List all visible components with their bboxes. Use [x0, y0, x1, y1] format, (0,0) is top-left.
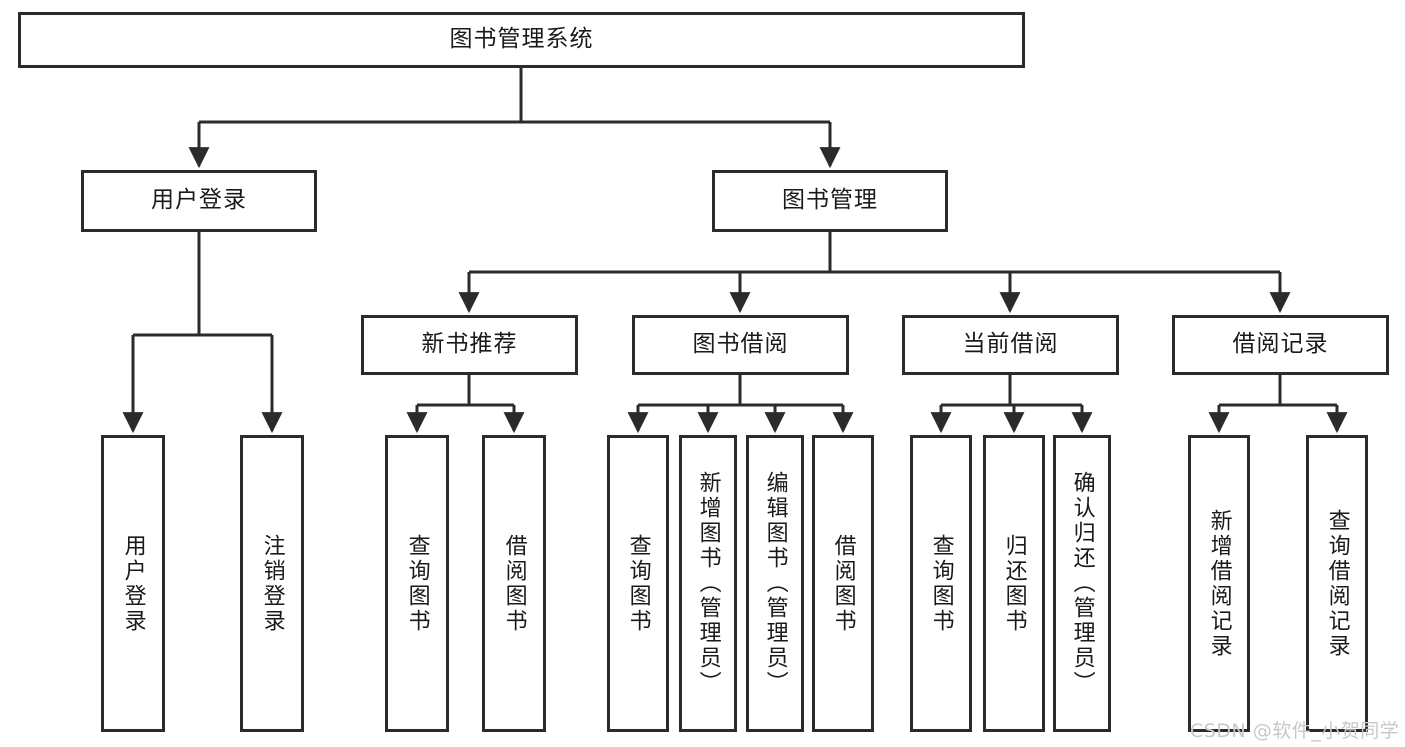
node-label: 确认归还（管理员） — [1069, 471, 1095, 696]
node-label: 借阅图书 — [501, 533, 527, 634]
node-leaf-confirm-return-admin[interactable]: 确认归还（管理员） — [1053, 435, 1111, 732]
node-leaf-return-books[interactable]: 归还图书 — [983, 435, 1045, 732]
node-book-management-system[interactable]: 图书管理系统 — [18, 12, 1025, 68]
node-label: 新增图书（管理员） — [695, 471, 721, 696]
node-leaf-query-borrow-record[interactable]: 查询借阅记录 — [1306, 435, 1368, 732]
node-label: 查询借阅记录 — [1324, 508, 1350, 659]
node-label: 查询图书 — [404, 533, 430, 634]
node-label: 注销登录 — [259, 533, 285, 634]
csdn-watermark: CSDN @软件_小贺同学 — [1190, 720, 1400, 742]
node-leaf-edit-book-admin[interactable]: 编辑图书（管理员） — [746, 435, 804, 732]
node-label: 借阅图书 — [830, 533, 856, 634]
node-leaf-borrow-books-rec[interactable]: 借阅图书 — [482, 435, 546, 732]
node-book-management[interactable]: 图书管理 — [712, 170, 948, 232]
node-leaf-logout-login[interactable]: 注销登录 — [240, 435, 304, 732]
node-new-book-recommendation[interactable]: 新书推荐 — [361, 315, 578, 375]
node-leaf-add-borrow-record[interactable]: 新增借阅记录 — [1188, 435, 1250, 732]
node-leaf-query-books-current[interactable]: 查询图书 — [910, 435, 972, 732]
node-book-borrowing[interactable]: 图书借阅 — [632, 315, 849, 375]
node-leaf-add-book-admin[interactable]: 新增图书（管理员） — [679, 435, 737, 732]
node-current-borrowing[interactable]: 当前借阅 — [902, 315, 1119, 375]
node-label: 编辑图书（管理员） — [762, 471, 788, 696]
node-label: 查询图书 — [625, 533, 651, 634]
node-leaf-query-books-rec[interactable]: 查询图书 — [385, 435, 449, 732]
node-borrowing-records[interactable]: 借阅记录 — [1172, 315, 1389, 375]
node-label: 用户登录 — [120, 533, 146, 634]
node-leaf-borrow-books[interactable]: 借阅图书 — [812, 435, 874, 732]
node-leaf-user-login[interactable]: 用户登录 — [101, 435, 165, 732]
node-leaf-query-books-borrow[interactable]: 查询图书 — [607, 435, 669, 732]
node-label: 查询图书 — [928, 533, 954, 634]
node-label: 新增借阅记录 — [1206, 508, 1232, 659]
node-label: 归还图书 — [1001, 533, 1027, 634]
node-user-login[interactable]: 用户登录 — [81, 170, 317, 232]
